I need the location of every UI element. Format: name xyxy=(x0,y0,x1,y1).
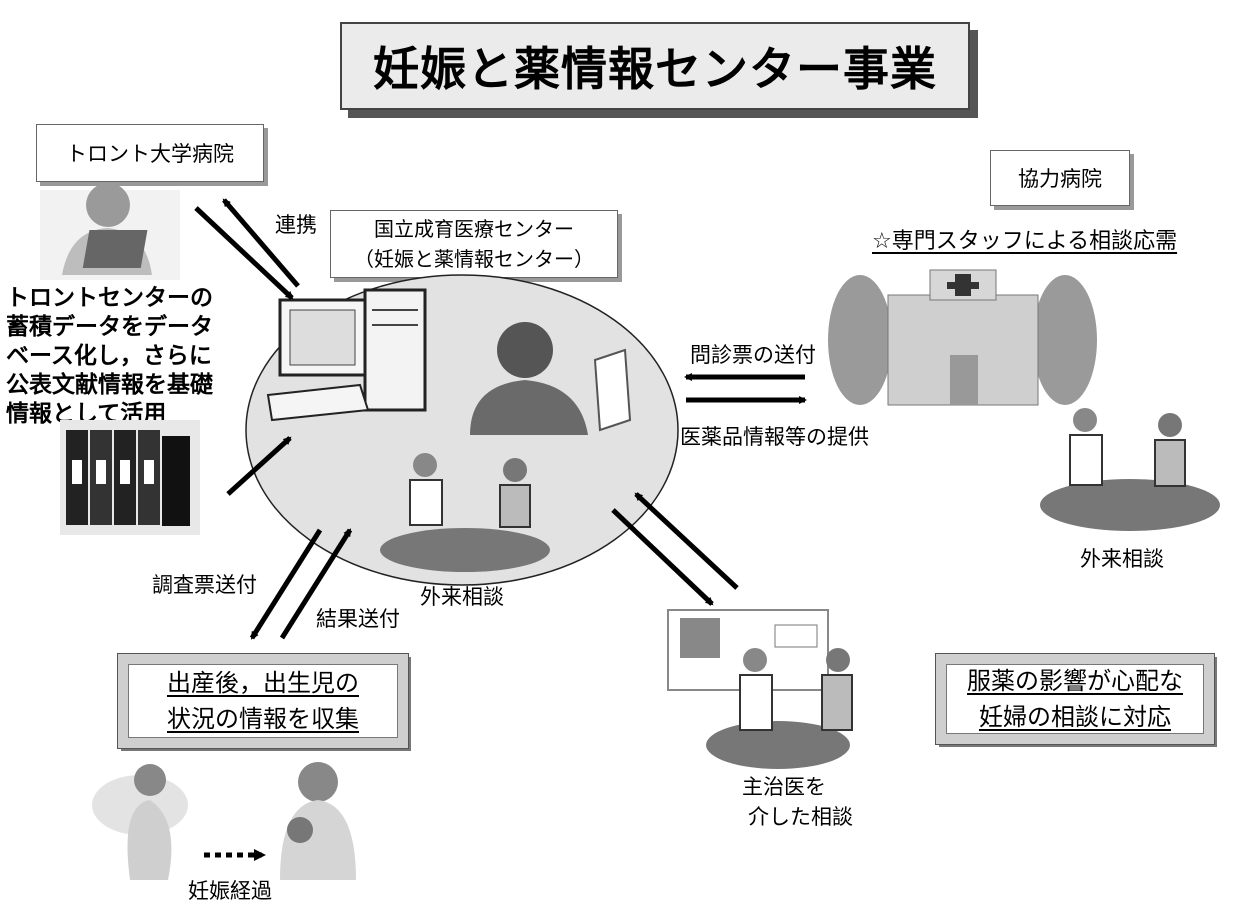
arrow-survey-send xyxy=(249,528,323,640)
toronto-description: トロントセンターの 蓄積データをデータ ベース化し，さらに 公表文献情報を基礎 … xyxy=(6,284,213,429)
binders-illustration xyxy=(60,420,200,535)
center-consult-label: 外来相談 xyxy=(420,585,504,609)
page-title: 妊娠と薬情報センター事業 xyxy=(373,42,937,96)
arrow-binders-to-center xyxy=(226,436,292,496)
toronto-hospital-box: トロント大学病院 xyxy=(36,124,264,182)
title-banner: 妊娠と薬情報センター事業 xyxy=(340,22,970,110)
survey-send-label: 調査票送付 xyxy=(152,573,257,597)
hospital-building-illustration xyxy=(828,269,1097,406)
postpartum-info-box: 出産後，出生児の 状況の情報を収集 xyxy=(117,653,409,749)
result-send-label: 結果送付 xyxy=(316,607,400,631)
pregnancy-course-label: 妊娠経過 xyxy=(188,879,272,903)
arrow-from-doctor xyxy=(634,492,739,590)
center-name-line1: 国立成育医療センター xyxy=(374,217,574,241)
toronto-desc-line: 公表文献情報を基礎 xyxy=(6,372,213,398)
expert-consult-text: ☆専門スタッフによる相談応需 xyxy=(872,226,1177,257)
primary-doctor-illustration xyxy=(667,609,853,769)
postpartum-line2: 状況の情報を収集 xyxy=(167,705,359,733)
toronto-desc-line: 蓄積データをデータ xyxy=(6,314,213,340)
arrow-to-doctor xyxy=(611,508,714,606)
man-laptop-illustration xyxy=(40,183,180,280)
worry-response-box: 服薬の影響が心配な 妊婦の相談に対応 xyxy=(935,653,1215,745)
center-consult-illustration xyxy=(380,453,550,572)
operator-illustration xyxy=(470,322,632,435)
drug-info-provide-label: 医薬品情報等の提供 xyxy=(680,425,869,449)
partner-hospital-label: 協力病院 xyxy=(1018,167,1102,191)
doctor-consult-line1: 主治医を xyxy=(742,775,826,799)
link-label: 連携 xyxy=(275,213,317,237)
pregnancy-illustration xyxy=(92,762,356,880)
expert-consult-label: ☆専門スタッフによる相談応需 xyxy=(872,229,1178,254)
center-name-line2: （妊娠と薬情報センター） xyxy=(354,247,594,271)
arrow-result-send xyxy=(279,528,353,640)
arrow-from-toronto xyxy=(194,206,294,300)
worry-line1: 服薬の影響が心配な xyxy=(967,667,1183,695)
doctor-consult-line2: 介した相談 xyxy=(748,805,853,829)
computer-illustration xyxy=(266,288,427,422)
doctor-consult-label: 主治医を 介した相談 xyxy=(742,772,853,832)
toronto-hospital-label: トロント大学病院 xyxy=(66,142,234,166)
partner-consult-illustration xyxy=(1040,408,1220,531)
toronto-desc-line: トロントセンターの xyxy=(6,285,213,311)
arrow-to-toronto xyxy=(222,198,300,288)
postpartum-line1: 出産後，出生児の xyxy=(167,669,359,697)
partner-consult-label: 外来相談 xyxy=(1080,547,1164,571)
toronto-desc-line: ベース化し，さらに xyxy=(6,343,212,369)
questionnaire-send-label: 問診票の送付 xyxy=(690,343,816,367)
worry-line2: 妊婦の相談に対応 xyxy=(979,703,1171,731)
partner-hospital-box: 協力病院 xyxy=(990,150,1130,206)
